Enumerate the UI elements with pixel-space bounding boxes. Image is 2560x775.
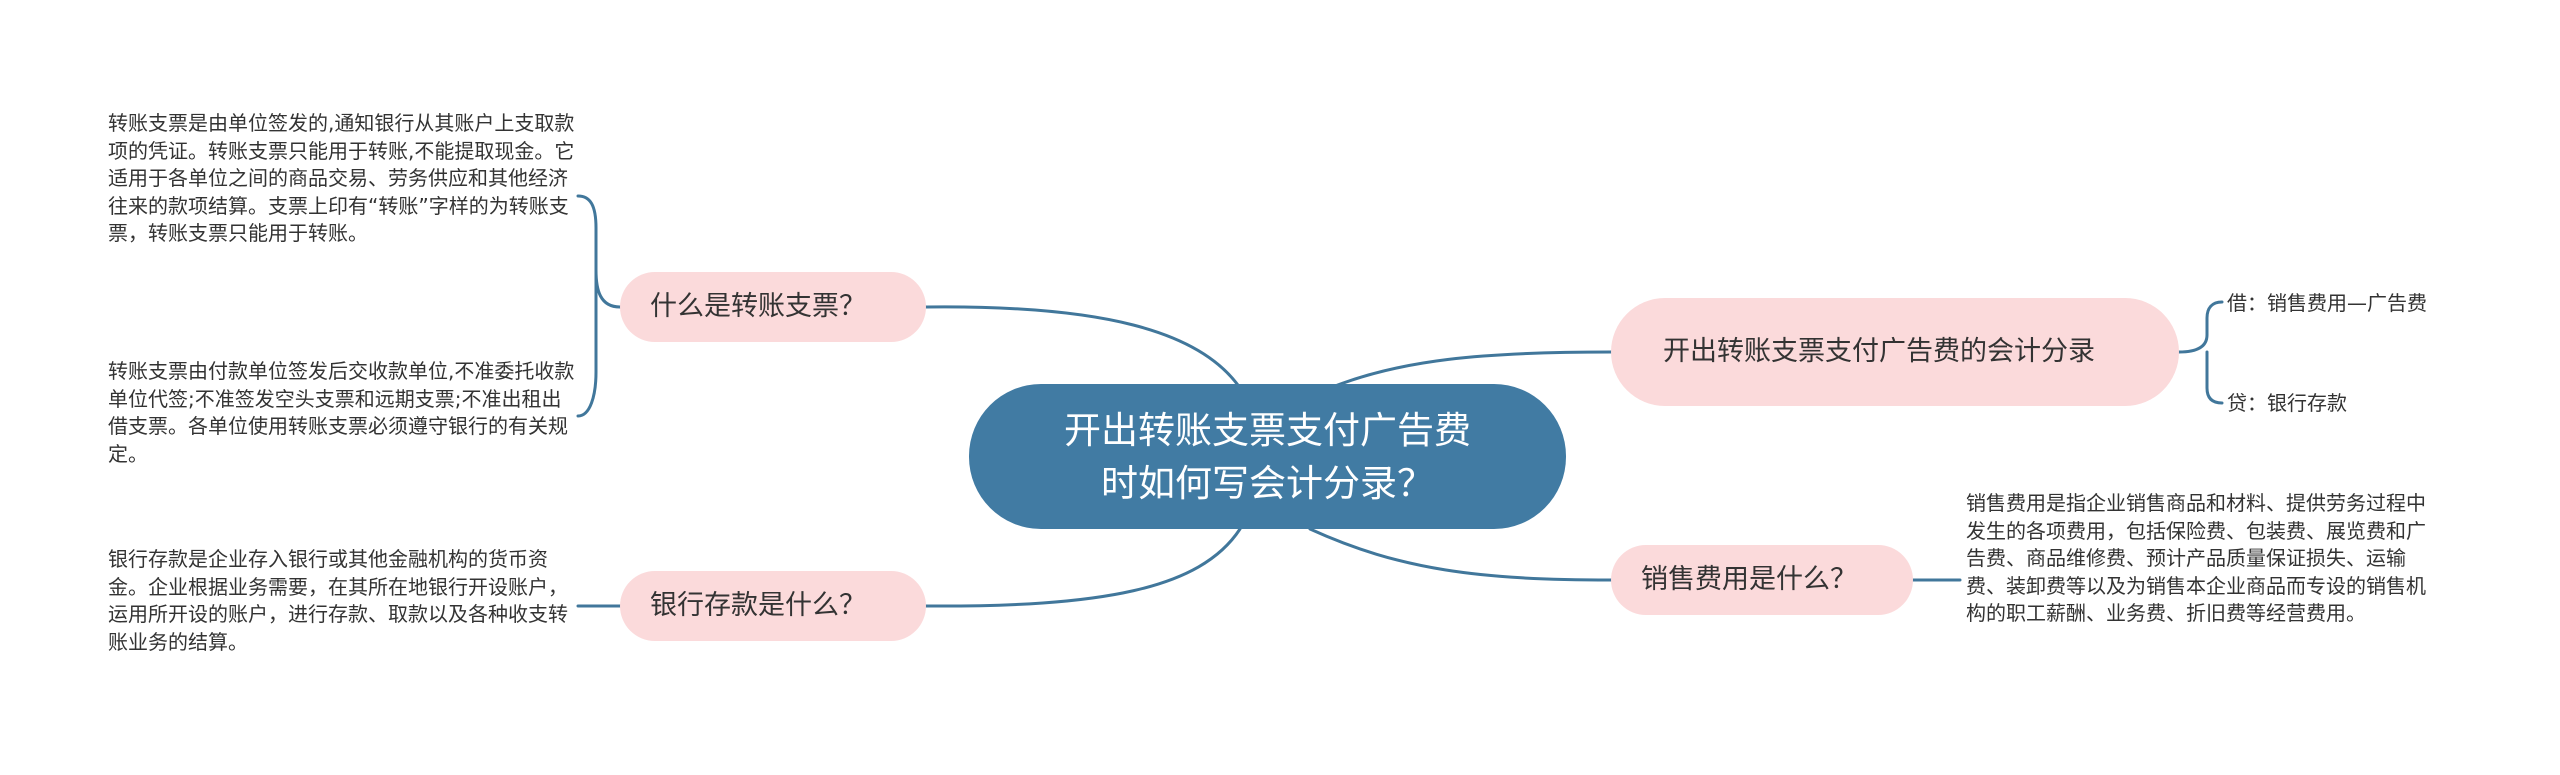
- note-bank-deposit-definition: 银行存款是企业存入银行或其他金融机构的货币资金。企业根据业务需要，在其所在地银行…: [108, 547, 568, 654]
- topic-transfer-check-label: 什么是转账支票？: [650, 291, 866, 322]
- root-topic-label: 开出转账支票支付广告费时如何写会计分录？: [1064, 408, 1471, 505]
- topic-transfer-check[interactable]: 什么是转账支票？: [620, 272, 926, 342]
- topic-journal-entry-label: 开出转账支票支付广告费的会计分录: [1663, 336, 2095, 367]
- topic-journal-entry[interactable]: 开出转账支票支付广告费的会计分录: [1611, 298, 2179, 406]
- topic-bank-deposit-label: 银行存款是什么？: [650, 590, 866, 621]
- bracket-transfer-check-notes: [576, 194, 622, 418]
- note-transfer-check-definition: 转账支票是由单位签发的,通知银行从其账户上支取款项的凭证。转账支票只能用于转账,…: [108, 111, 575, 245]
- connector-root-to-transfer-check: [924, 305, 1242, 390]
- leaf-credit-entry: 贷：银行存款: [2227, 391, 2347, 415]
- topic-selling-expense[interactable]: 销售费用是什么？: [1611, 545, 1913, 615]
- bracket-journal-entry-leaves: [2177, 300, 2224, 405]
- root-topic[interactable]: 开出转账支票支付广告费时如何写会计分录？: [969, 384, 1566, 529]
- topic-bank-deposit[interactable]: 银行存款是什么？: [620, 571, 926, 641]
- note-selling-expense-definition: 销售费用是指企业销售商品和材料、提供劳务过程中发生的各项费用，包括保险费、包装费…: [1966, 491, 2426, 625]
- note-transfer-check-rules: 转账支票由付款单位签发后交收款单位,不准委托收款单位代签;不准签发空头支票和远期…: [108, 359, 575, 466]
- topic-selling-expense-label: 销售费用是什么？: [1641, 564, 1857, 595]
- connector-root-to-journal-entry: [1328, 350, 1613, 390]
- connector-root-to-selling-expense: [1308, 527, 1613, 582]
- connector-root-to-bank-deposit: [924, 527, 1242, 608]
- leaf-debit-entry: 借：销售费用—广告费: [2227, 291, 2427, 315]
